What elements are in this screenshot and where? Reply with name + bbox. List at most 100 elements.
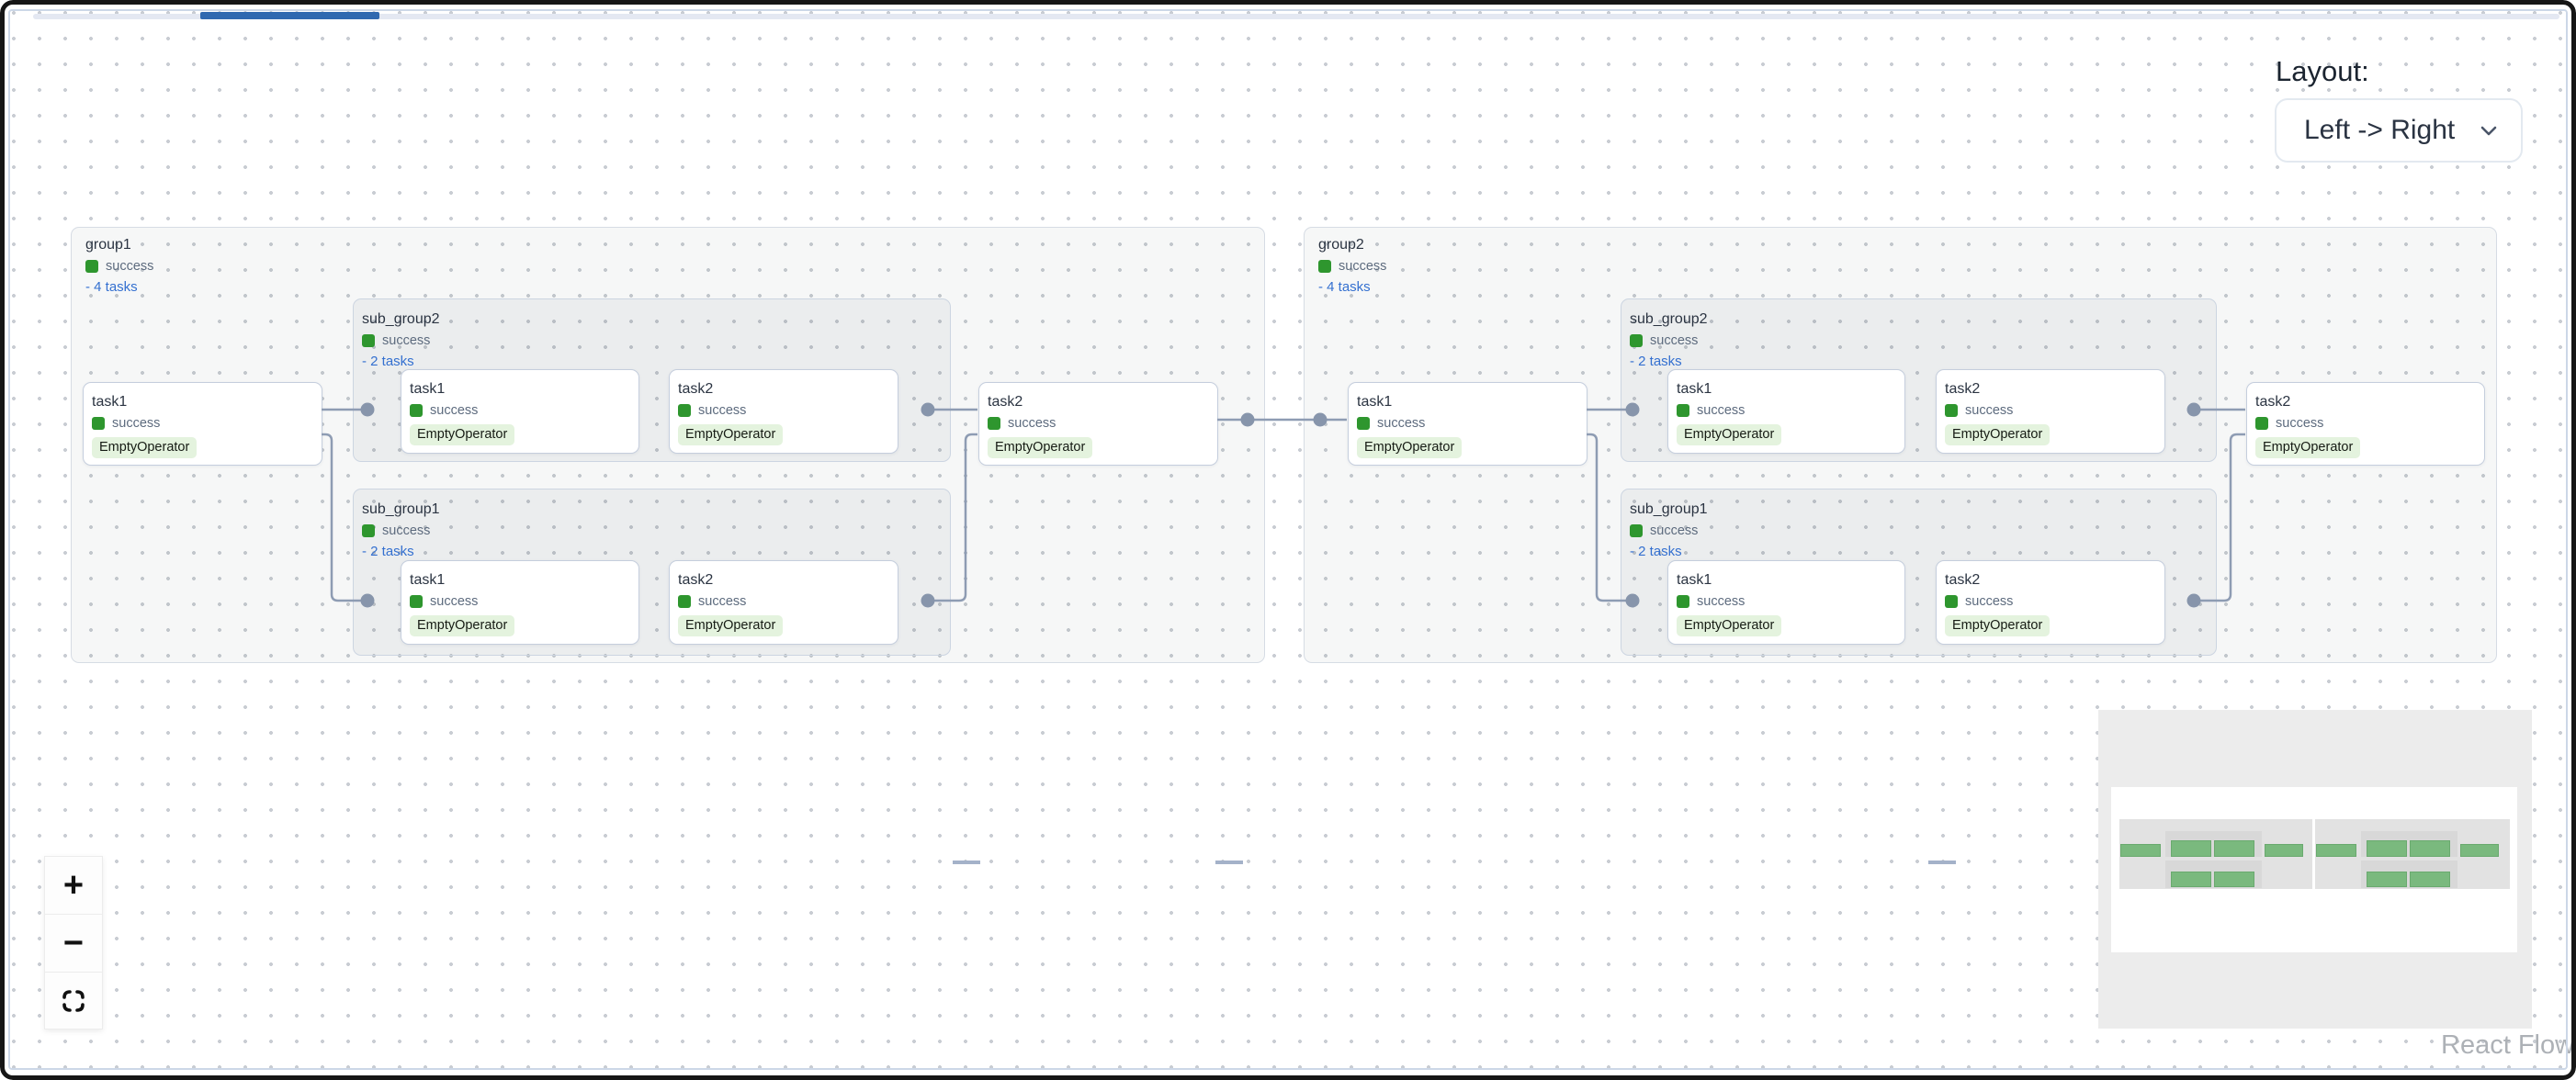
task-title: task1	[92, 394, 128, 410]
task-node-group1-sub_group1-task1[interactable]: task1 success EmptyOperator	[401, 560, 639, 645]
collapse-tasks-link[interactable]: - 4 tasks	[85, 279, 138, 295]
task-title: task1	[1677, 381, 1712, 397]
plus-icon: +	[62, 865, 85, 905]
operator-badge: EmptyOperator	[2255, 437, 2361, 458]
operator-badge: EmptyOperator	[678, 615, 784, 636]
success-status-icon	[988, 417, 1000, 430]
task-title: task2	[1945, 572, 1981, 588]
group-title: sub_group2	[1630, 311, 1708, 327]
minimap-node-task	[2367, 840, 2407, 857]
success-status-icon	[1630, 524, 1643, 537]
success-status-icon	[2255, 417, 2268, 430]
group-status-row: success	[1318, 258, 2496, 275]
task-title: task1	[410, 572, 446, 588]
task-node-group1-sub_group2-task2[interactable]: task2 success EmptyOperator	[669, 369, 898, 454]
minimap-node-task	[2410, 840, 2450, 857]
task-node-group2-sub_group2-task1[interactable]: task1 success EmptyOperator	[1667, 369, 1905, 454]
group-status-row: success	[1630, 332, 2216, 349]
task-title: task1	[1677, 572, 1712, 588]
success-status-icon	[1945, 404, 1958, 417]
minus-icon: −	[62, 923, 85, 962]
operator-badge: EmptyOperator	[988, 437, 1093, 458]
group-title: sub_group1	[362, 501, 440, 517]
fit-view-button[interactable]	[44, 972, 103, 1029]
group-status-text: success	[382, 333, 431, 348]
group-title: sub_group1	[1630, 501, 1708, 517]
group-status-text: success	[1650, 523, 1699, 538]
task-node-group2-sub_group1-task1[interactable]: task1 success EmptyOperator	[1667, 560, 1905, 645]
collapse-tasks-link[interactable]: - 2 tasks	[1630, 544, 1682, 559]
horizontal-scrollbar-thumb[interactable]	[200, 12, 379, 19]
flow-controls: + −	[44, 856, 103, 1029]
zoom-out-button[interactable]: −	[44, 914, 103, 972]
task-status-row: success	[92, 415, 322, 432]
layout-direction-select[interactable]: Left -> Right	[2275, 98, 2523, 163]
success-status-icon	[362, 334, 375, 347]
task-node-group2-task1[interactable]: task1 success EmptyOperator	[1348, 382, 1587, 466]
task-node-group1-task1[interactable]: task1 success EmptyOperator	[83, 382, 322, 466]
task-status-text: success	[112, 416, 161, 431]
group-status-text: success	[382, 523, 431, 538]
task-title: task2	[2255, 394, 2291, 410]
minimap-node-task	[2367, 872, 2407, 887]
task-node-group2-sub_group2-task2[interactable]: task2 success EmptyOperator	[1936, 369, 2165, 454]
success-status-icon	[678, 595, 691, 608]
success-status-icon	[362, 524, 375, 537]
group-status-row: success	[1630, 523, 2216, 539]
group-title: sub_group2	[362, 311, 440, 327]
success-status-icon	[1945, 595, 1958, 608]
chevron-down-icon	[2480, 126, 2497, 136]
task-node-group2-sub_group1-task2[interactable]: task2 success EmptyOperator	[1936, 560, 2165, 645]
success-status-icon	[410, 595, 423, 608]
minimap-node-task	[2171, 872, 2211, 887]
group-status-text: success	[106, 259, 154, 274]
react-flow-attribution[interactable]: React Flow	[2441, 1030, 2575, 1060]
group-status-row: success	[362, 523, 950, 539]
success-status-icon	[678, 404, 691, 417]
task-node-group1-sub_group1-task2[interactable]: task2 success EmptyOperator	[669, 560, 898, 645]
minimap-node-task	[2214, 872, 2254, 887]
operator-badge: EmptyOperator	[1677, 424, 1782, 445]
layout-selected-option: Left -> Right	[2304, 115, 2456, 145]
minimap-node-task	[2265, 844, 2303, 857]
task-node-group2-task2[interactable]: task2 success EmptyOperator	[2246, 382, 2485, 466]
minimap-node-task	[2316, 844, 2356, 857]
operator-badge: EmptyOperator	[1945, 424, 2051, 445]
group-title: group2	[1318, 237, 1364, 253]
minimap[interactable]	[2098, 710, 2532, 1029]
operator-badge: EmptyOperator	[410, 615, 515, 636]
success-status-icon	[85, 260, 98, 273]
task-title: task1	[1357, 394, 1393, 410]
group-node-group1[interactable]: group1 success - 4 tasks task1 success E…	[71, 227, 1265, 663]
operator-badge: EmptyOperator	[410, 424, 515, 445]
group-node-group1-sub_group2[interactable]: sub_group2 success - 2 tasks task1 succe…	[353, 298, 951, 462]
task-title: task2	[678, 381, 714, 397]
success-status-icon	[1677, 404, 1689, 417]
minimap-node-task	[2410, 872, 2450, 887]
collapse-tasks-link[interactable]: - 2 tasks	[1630, 354, 1682, 369]
group-node-group2[interactable]: group2 success - 4 tasks task1 success E…	[1304, 227, 2497, 663]
collapse-tasks-link[interactable]: - 2 tasks	[362, 354, 414, 369]
success-status-icon	[1677, 595, 1689, 608]
group-status-text: success	[1650, 333, 1699, 348]
success-status-icon	[410, 404, 423, 417]
success-status-icon	[1357, 417, 1370, 430]
operator-badge: EmptyOperator	[1945, 615, 2051, 636]
task-node-group1-task2[interactable]: task2 success EmptyOperator	[978, 382, 1218, 466]
operator-badge: EmptyOperator	[1357, 437, 1463, 458]
operator-badge: EmptyOperator	[92, 437, 198, 458]
group-node-group2-sub_group2[interactable]: sub_group2 success - 2 tasks task1 succe…	[1621, 298, 2217, 462]
collapse-tasks-link[interactable]: - 2 tasks	[362, 544, 414, 559]
task-title: task1	[410, 381, 446, 397]
success-status-icon	[1318, 260, 1331, 273]
task-title: task2	[988, 394, 1023, 410]
collapse-tasks-link[interactable]: - 4 tasks	[1318, 279, 1371, 295]
zoom-in-button[interactable]: +	[44, 856, 103, 914]
group-node-group2-sub_group1[interactable]: sub_group1 success - 2 tasks task1 succe…	[1621, 489, 2217, 656]
operator-badge: EmptyOperator	[678, 424, 784, 445]
task-node-group1-sub_group2-task1[interactable]: task1 success EmptyOperator	[401, 369, 639, 454]
group-status-row: success	[85, 258, 1264, 275]
minimap-node-task	[2120, 844, 2161, 857]
group-node-group1-sub_group1[interactable]: sub_group1 success - 2 tasks task1 succe…	[353, 489, 951, 656]
